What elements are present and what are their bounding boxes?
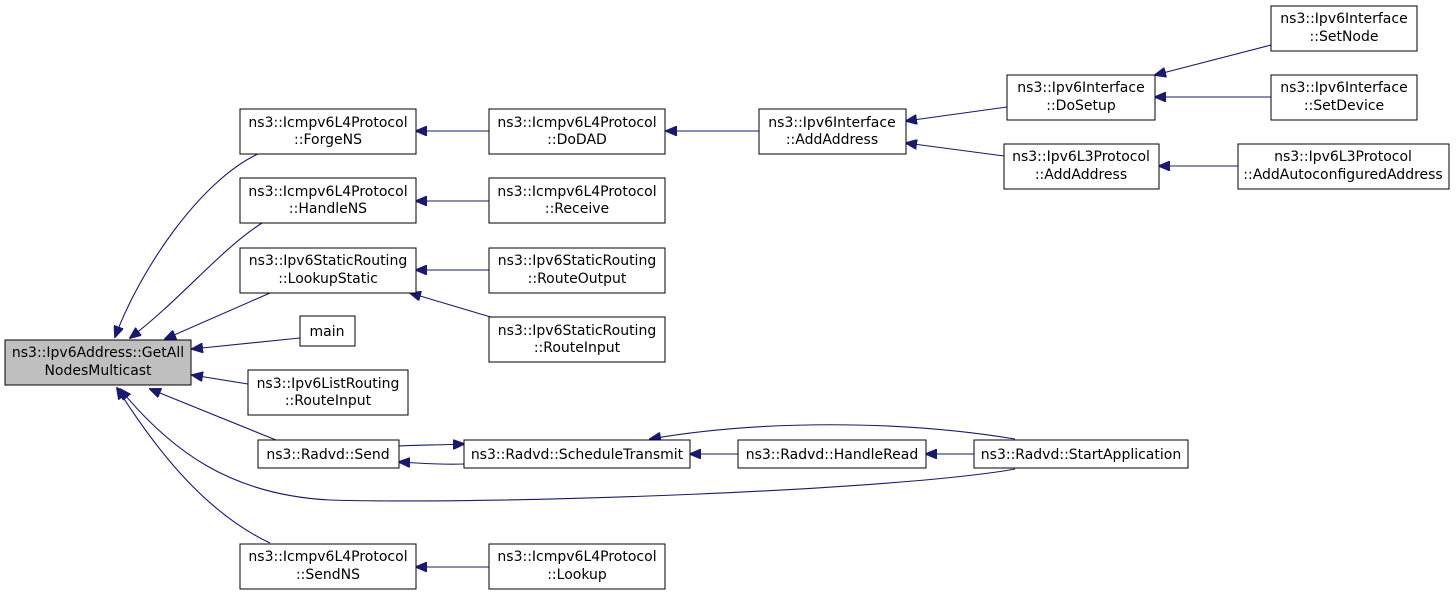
node-label-line1: ns3::Ipv6Interface — [1280, 80, 1407, 96]
edge-forge-ns-to-root — [115, 152, 261, 337]
edge-handle-ns-to-root — [130, 222, 263, 338]
node-label-line2: ::AddAddress — [786, 132, 878, 148]
node-route-output[interactable]: ns3::Ipv6StaticRouting ::RouteOutput — [488, 247, 666, 294]
node-label-line1: ns3::Ipv6ListRouting — [257, 376, 400, 392]
node-label-line1: ns3::Radvd::ScheduleTransmit — [471, 447, 684, 463]
edge-radvd-send-to-schedule-transmit — [398, 444, 464, 446]
node-l3-add-address[interactable]: ns3::Ipv6L3Protocol ::AddAddress — [1003, 143, 1160, 190]
node-forge-ns[interactable]: ns3::Icmpv6L4Protocol ::ForgeNS — [239, 108, 417, 155]
node-main[interactable]: main — [299, 315, 356, 347]
node-label-line2: ::Lookup — [547, 567, 607, 583]
node-label-line1: ns3::Icmpv6L4Protocol — [497, 115, 656, 131]
node-label-line1: ns3::Ipv6StaticRouting — [249, 253, 407, 269]
node-lookup-static[interactable]: ns3::Ipv6StaticRouting ::LookupStatic — [239, 247, 417, 294]
node-list-route-input[interactable]: ns3::Ipv6ListRouting ::RouteInput — [247, 369, 409, 416]
node-do-setup[interactable]: ns3::Ipv6Interface ::DoSetup — [1006, 74, 1156, 121]
edge-static-route-input-to-lookup-static — [410, 293, 495, 319]
node-label-line1: ns3::Icmpv6L4Protocol — [248, 184, 407, 200]
node-label-line2: ::DoDAD — [547, 132, 607, 148]
node-add-autoconfigured[interactable]: ns3::Ipv6L3Protocol ::AddAutoconfiguredA… — [1237, 143, 1450, 190]
node-label-line2: ::SetDevice — [1304, 98, 1384, 114]
node-label-line1: ns3::Icmpv6L4Protocol — [248, 549, 407, 565]
node-set-device[interactable]: ns3::Ipv6Interface ::SetDevice — [1270, 74, 1418, 121]
node-label-line1: ns3::Ipv6Interface — [768, 115, 895, 131]
node-iface-add-address[interactable]: ns3::Ipv6Interface ::AddAddress — [758, 108, 907, 155]
node-static-route-input[interactable]: ns3::Ipv6StaticRouting ::RouteInput — [488, 316, 666, 363]
nodes: ns3::Ipv6Address::GetAll NodesMulticast … — [4, 5, 1450, 590]
node-handle-read[interactable]: ns3::Radvd::HandleRead — [737, 439, 927, 469]
node-label-line2: ::DoSetup — [1046, 98, 1116, 114]
node-lookup[interactable]: ns3::Icmpv6L4Protocol ::Lookup — [488, 543, 666, 590]
node-label-line1: ns3::Radvd::Send — [266, 447, 389, 463]
node-label-line2: NodesMulticast — [44, 363, 152, 379]
node-label-line2: ::AddAddress — [1035, 167, 1127, 183]
edge-list-route-input-to-root — [192, 375, 249, 385]
node-root[interactable]: ns3::Ipv6Address::GetAll NodesMulticast — [4, 339, 192, 386]
edge-start-application-to-schedule-transmit — [650, 424, 1016, 439]
node-label-line2: ::RouteOutput — [528, 271, 627, 287]
node-label-line2: ::SetNode — [1310, 29, 1379, 45]
node-label-line1: ns3::Ipv6L3Protocol — [1012, 149, 1150, 165]
node-label-line2: ::ForgeNS — [294, 132, 362, 148]
edge-set-node-to-do-setup — [1155, 44, 1272, 75]
node-label-line2: ::AddAutoconfiguredAddress — [1243, 167, 1442, 183]
node-send-ns[interactable]: ns3::Icmpv6L4Protocol ::SendNS — [239, 543, 417, 590]
node-label-line1: ns3::Ipv6L3Protocol — [1274, 149, 1412, 165]
node-set-node[interactable]: ns3::Ipv6Interface ::SetNode — [1270, 5, 1418, 52]
node-radvd-send[interactable]: ns3::Radvd::Send — [257, 439, 400, 469]
edge-lookup-static-to-root — [165, 292, 271, 339]
edge-do-setup-to-iface-add-address — [906, 106, 1008, 121]
edge-l3-add-address-to-iface-add-address — [906, 143, 1005, 157]
node-label-line1: ns3::Ipv6Interface — [1280, 11, 1407, 27]
node-receive[interactable]: ns3::Icmpv6L4Protocol ::Receive — [488, 177, 666, 224]
node-label-line2: ::RouteInput — [285, 393, 372, 409]
node-label-line2: ::SendNS — [296, 567, 360, 583]
edge-main-to-root — [192, 337, 301, 349]
edges — [115, 44, 1272, 567]
node-schedule-transmit[interactable]: ns3::Radvd::ScheduleTransmit — [463, 439, 691, 469]
node-do-dad[interactable]: ns3::Icmpv6L4Protocol ::DoDAD — [488, 108, 666, 155]
node-label-line1: main — [310, 324, 345, 340]
node-label-line1: ns3::Ipv6Interface — [1017, 80, 1144, 96]
node-label-line1: ns3::Icmpv6L4Protocol — [497, 549, 656, 565]
node-handle-ns[interactable]: ns3::Icmpv6L4Protocol ::HandleNS — [239, 177, 417, 224]
node-label-line2: ::Receive — [545, 201, 609, 217]
node-label-line1: ns3::Ipv6Address::GetAll — [12, 345, 184, 361]
edge-schedule-transmit-to-radvd-send — [399, 462, 465, 464]
edge-radvd-send-to-root — [150, 389, 277, 441]
edge-send-ns-to-root — [117, 388, 271, 544]
node-label-line1: ns3::Icmpv6L4Protocol — [248, 115, 407, 131]
node-label-line1: ns3::Ipv6StaticRouting — [498, 253, 656, 269]
node-label-line2: ::HandleNS — [289, 201, 367, 217]
edge-start-application-to-root — [120, 389, 1016, 502]
node-label-line1: ns3::Radvd::HandleRead — [746, 447, 919, 463]
node-label-line1: ns3::Icmpv6L4Protocol — [497, 184, 656, 200]
node-label-line1: ns3::Ipv6StaticRouting — [498, 323, 656, 339]
node-label-line2: ::RouteInput — [534, 340, 621, 356]
node-label-line1: ns3::Radvd::StartApplication — [981, 447, 1181, 463]
node-start-application[interactable]: ns3::Radvd::StartApplication — [973, 439, 1189, 469]
node-label-line2: ::LookupStatic — [278, 271, 378, 287]
